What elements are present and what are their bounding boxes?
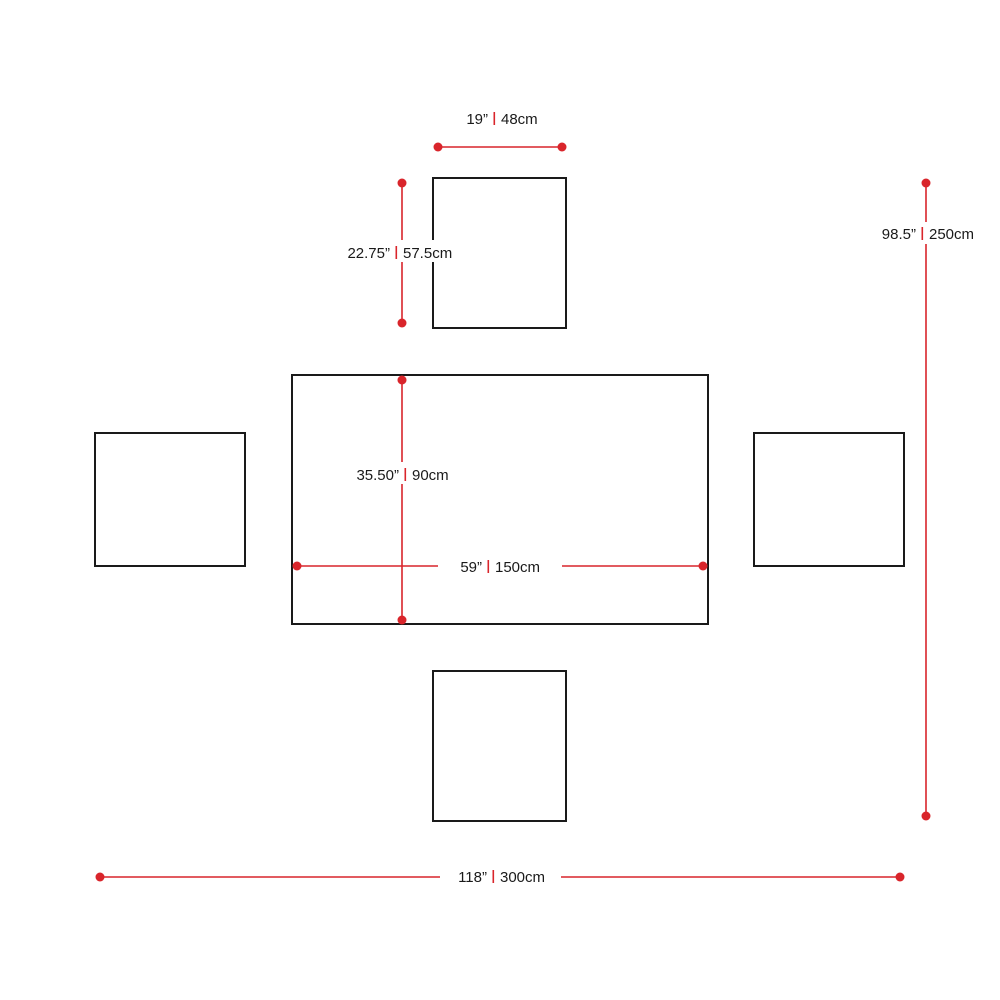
- chair-width-metric: 48cm: [501, 111, 538, 128]
- table-depth-imperial: 35.50”: [356, 467, 399, 484]
- dimension-endpoint: [397, 375, 407, 385]
- chair-depth-metric: 57.5cm: [403, 245, 452, 262]
- dimension-endpoint: [895, 872, 905, 882]
- dimension-overall-depth: 98.5” 250cm: [868, 178, 984, 821]
- table-width-imperial: 59”: [460, 559, 482, 576]
- dimension-separator: [492, 870, 495, 883]
- overall-width-imperial: 118”: [458, 869, 487, 886]
- dimension-endpoint: [698, 561, 708, 571]
- table-width-metric: 150cm: [495, 559, 540, 576]
- dimension-separator: [493, 112, 496, 125]
- dimension-endpoint: [557, 142, 567, 152]
- dimension-chair-width: 19” 48cm: [433, 111, 567, 152]
- dimension-overall-width: 118” 300cm: [95, 869, 905, 886]
- dimension-chair-depth: 22.75” 57.5cm: [334, 178, 462, 328]
- dimension-separator: [395, 246, 398, 259]
- chair-right: [753, 432, 905, 567]
- chair-width-imperial: 19”: [466, 111, 488, 128]
- table-depth-metric: 90cm: [412, 467, 449, 484]
- dimension-endpoint: [292, 561, 302, 571]
- chair-depth-imperial: 22.75”: [347, 245, 390, 262]
- dimension-endpoint: [433, 142, 443, 152]
- dimension-endpoint: [397, 615, 407, 625]
- overall-depth-metric: 250cm: [929, 226, 974, 243]
- dimension-table-width: 59” 150cm: [292, 559, 708, 576]
- chair-bottom: [432, 670, 567, 822]
- dimension-table-depth: 35.50” 90cm: [345, 375, 457, 625]
- dimension-separator: [487, 560, 490, 573]
- dimension-endpoint: [397, 178, 407, 188]
- dimension-endpoint: [921, 811, 931, 821]
- overall-width-metric: 300cm: [500, 869, 545, 886]
- dimension-endpoint: [397, 318, 407, 328]
- overall-depth-imperial: 98.5”: [882, 226, 916, 243]
- dimension-endpoint: [921, 178, 931, 188]
- table: [291, 374, 709, 625]
- dimension-separator: [921, 227, 924, 240]
- dimension-separator: [404, 468, 407, 481]
- dimension-endpoint: [95, 872, 105, 882]
- chair-left: [94, 432, 246, 567]
